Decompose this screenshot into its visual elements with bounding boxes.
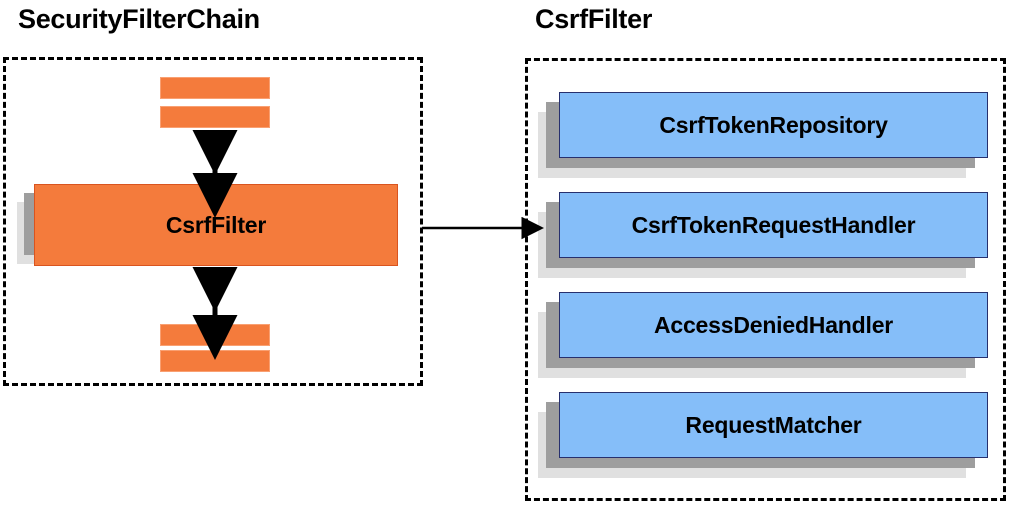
card-csrf-filter[interactable]: CsrfFilter [17, 184, 417, 289]
card-front-csrf-token-request-handler[interactable]: CsrfTokenRequestHandler [559, 192, 988, 258]
card-label: CsrfFilter [165, 211, 267, 238]
filter-bar-below-2 [160, 350, 270, 372]
card-label: CsrfTokenRepository [659, 111, 888, 138]
card-label: CsrfTokenRequestHandler [631, 211, 916, 238]
card-csrf-token-repository[interactable]: CsrfTokenRepository [538, 92, 993, 187]
group-box-security-filter-chain [3, 57, 423, 386]
filter-bar-above-1 [160, 77, 270, 99]
card-front-csrf-token-repository[interactable]: CsrfTokenRepository [559, 92, 988, 158]
card-front-request-matcher[interactable]: RequestMatcher [559, 392, 988, 458]
filter-bar-above-2 [160, 106, 270, 128]
card-csrf-token-request-handler[interactable]: CsrfTokenRequestHandler [538, 192, 993, 287]
card-front-csrf-filter[interactable]: CsrfFilter [34, 184, 398, 266]
filter-bar-below-1 [160, 324, 270, 346]
page-title-security-filter-chain: SecurityFilterChain [18, 4, 260, 34]
card-front-access-denied-handler[interactable]: AccessDeniedHandler [559, 292, 988, 358]
card-label: AccessDeniedHandler [653, 311, 894, 338]
group-box-csrf-filter [525, 58, 1006, 501]
card-access-denied-handler[interactable]: AccessDeniedHandler [538, 292, 993, 387]
page-title-csrf-filter: CsrfFilter [535, 4, 653, 34]
card-label: RequestMatcher [685, 411, 862, 438]
card-request-matcher[interactable]: RequestMatcher [538, 392, 993, 487]
